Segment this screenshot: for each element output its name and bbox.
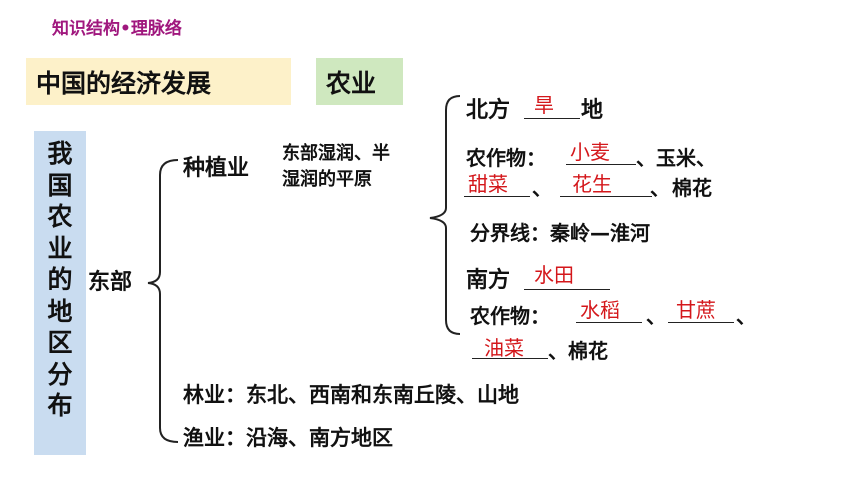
fishery-line: 渔业：沿海、南方地区 <box>183 426 393 450</box>
blank-underline <box>566 164 636 165</box>
north-label: 北方 <box>466 98 511 123</box>
vertical-char: 分 <box>47 359 73 389</box>
north-crop-answer-3: 花生 <box>572 172 612 196</box>
north-crop-answer-1: 小麦 <box>570 140 610 164</box>
page-title: 中国的经济发展 <box>36 69 212 98</box>
south-label: 南方 <box>466 268 511 293</box>
main-bracket <box>147 159 179 443</box>
planting-desc-line1: 东部湿润、半 <box>282 143 390 164</box>
blank-underline <box>524 118 580 119</box>
north-crops-tail-2: 棉花 <box>672 176 712 200</box>
blank-underline <box>524 289 610 290</box>
blank-underline <box>472 358 548 359</box>
vertical-title-box <box>34 131 86 455</box>
south-sep: 、 <box>736 304 756 328</box>
blank-underline <box>464 196 530 197</box>
north-crop-answer-2: 甜菜 <box>468 172 508 196</box>
vertical-char: 国 <box>47 170 73 200</box>
north-crops-label: 农作物： <box>466 146 546 170</box>
section-header: 知识结构•理脉络 <box>52 19 182 39</box>
north-suffix: 地 <box>581 98 604 123</box>
east-label: 东部 <box>88 270 133 295</box>
topic-tag: 农业 <box>326 69 377 98</box>
vertical-char: 区 <box>47 328 73 357</box>
blank-underline <box>560 196 652 197</box>
vertical-char: 业 <box>47 233 73 263</box>
vertical-char: 地 <box>47 296 73 326</box>
planting-label: 种植业 <box>183 156 250 181</box>
blank-underline <box>668 322 734 323</box>
vertical-title: 我 国 农 业 的 地 区 分 布 <box>34 138 86 422</box>
forestry-line: 林业：东北、西南和东南丘陵、山地 <box>183 383 519 407</box>
title-box <box>26 58 291 105</box>
north-sep: 、 <box>650 176 670 200</box>
vertical-char: 农 <box>47 202 73 231</box>
south-crop-answer-3: 油菜 <box>484 336 524 360</box>
tag-box <box>316 58 403 105</box>
boundary-line: 分界线：秦岭—淮河 <box>470 221 650 245</box>
vertical-char: 我 <box>47 139 73 168</box>
south-crop-answer-2: 甘蔗 <box>676 298 716 322</box>
south-crops-tail: 、棉花 <box>548 339 608 363</box>
planting-desc-line2: 湿润的平原 <box>282 169 372 190</box>
south-crop-answer-1: 水稻 <box>580 298 620 322</box>
vertical-char: 的 <box>47 265 73 294</box>
south-answer: 水田 <box>534 263 574 287</box>
south-sep: 、 <box>646 304 666 328</box>
north-crops-tail-1: 、玉米、 <box>636 146 716 170</box>
north-answer: 旱 <box>534 93 554 117</box>
south-crops-label: 农作物： <box>470 304 550 328</box>
north-sep: 、 <box>532 176 552 200</box>
planting-bracket <box>429 95 461 335</box>
vertical-char: 布 <box>47 391 73 420</box>
blank-underline <box>576 322 642 323</box>
